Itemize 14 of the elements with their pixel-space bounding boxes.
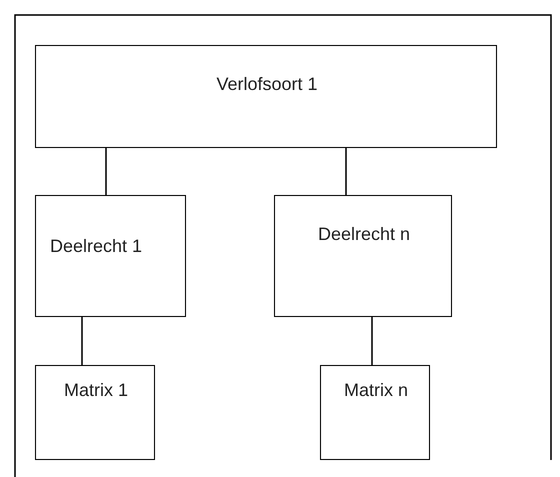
box-label: Deelrecht 1	[50, 235, 144, 258]
process-box	[320, 365, 430, 460]
box-label: Deelrecht n	[316, 223, 412, 246]
connector-line	[105, 148, 107, 195]
process-box	[35, 45, 497, 148]
box-label: Matrix 1	[62, 379, 129, 402]
process-box	[35, 365, 155, 460]
box-label: Matrix n	[342, 379, 409, 402]
connector-line	[81, 317, 83, 365]
connector-line	[345, 148, 347, 195]
process-box	[274, 195, 452, 317]
process-box	[35, 195, 186, 317]
box-label: Verlofsoort 1	[215, 73, 319, 96]
connector-line	[371, 317, 373, 365]
